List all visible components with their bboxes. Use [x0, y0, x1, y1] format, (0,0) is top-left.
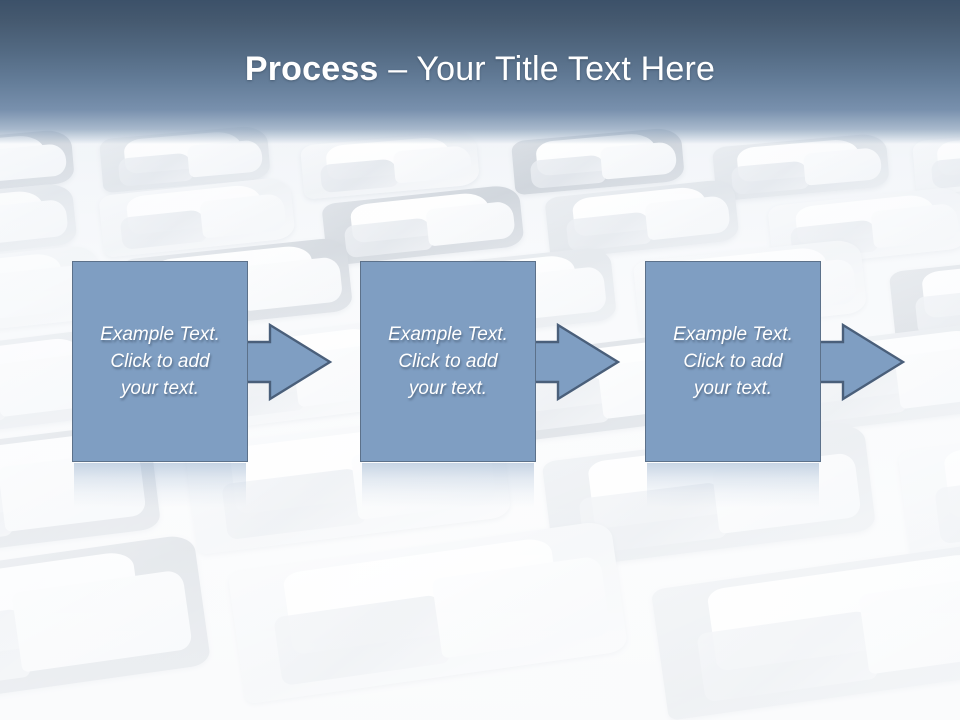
step-reflection — [647, 463, 819, 507]
process-step-box-3[interactable]: Example Text. Click to add your text. — [645, 261, 821, 462]
header-band: Process – Your Title Text Here — [0, 0, 960, 144]
title-strong: Process — [244, 50, 379, 88]
process-step-text-2: Example Text. Click to add your text. — [388, 324, 508, 399]
process-step-text-3: Example Text. Click to add your text. — [673, 324, 793, 399]
step-reflection — [74, 463, 246, 507]
step-reflection — [362, 463, 534, 507]
process-step-box-2[interactable]: Example Text. Click to add your text. — [360, 261, 536, 462]
title-rest: – Your Title Text Here — [378, 50, 716, 88]
process-step-text-1: Example Text. Click to add your text. — [100, 324, 220, 399]
slide-title: Process – Your Title Text Here — [0, 48, 960, 90]
process-step-box-1[interactable]: Example Text. Click to add your text. — [72, 261, 248, 462]
